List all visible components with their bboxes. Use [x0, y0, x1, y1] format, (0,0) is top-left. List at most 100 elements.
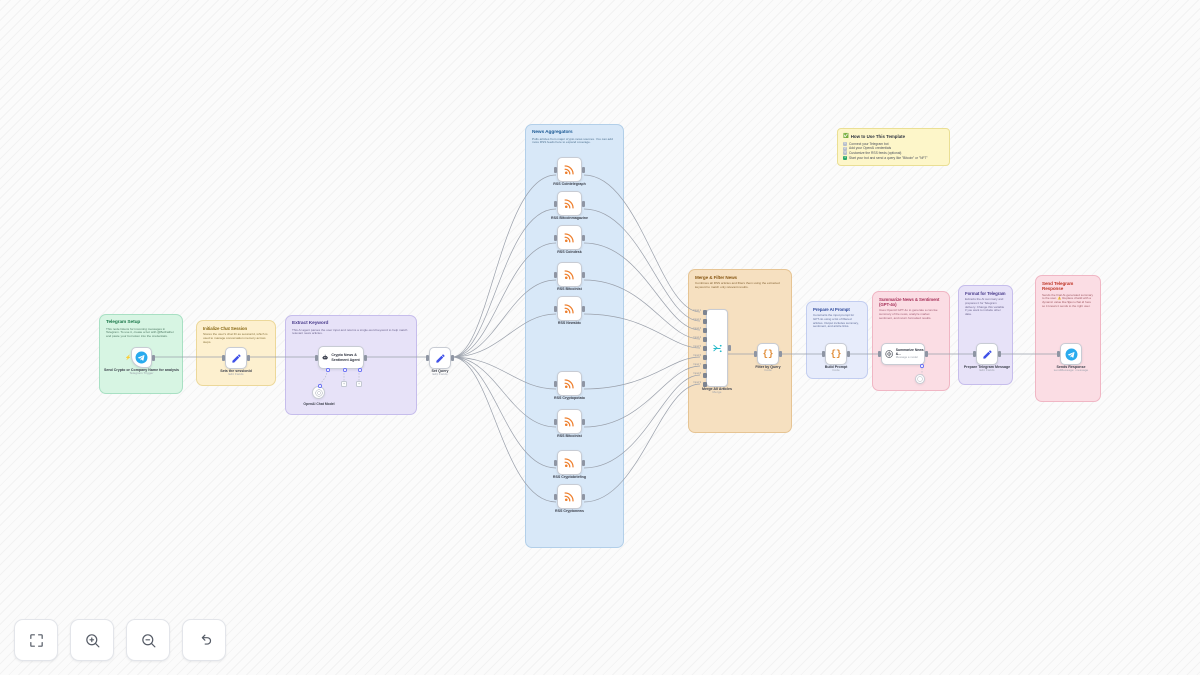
summarize-model-port[interactable] [920, 364, 924, 368]
node-filter-by-query[interactable]: {} Filter by Query Code [754, 343, 782, 372]
reset-zoom-button[interactable] [182, 619, 226, 661]
output-port[interactable] [152, 354, 155, 361]
output-port[interactable] [247, 355, 250, 361]
output-port[interactable] [998, 351, 1001, 357]
node-subtitle: sendMessage: message [1053, 368, 1089, 373]
node-rss-feed[interactable]: RSS Bitcoinist [554, 409, 585, 438]
merge-input-port[interactable]: Input 9 [693, 381, 707, 387]
openai-icon [314, 388, 323, 397]
node-subtitle: Edit Fields [979, 368, 995, 373]
input-port[interactable] [554, 166, 557, 173]
input-port[interactable] [426, 355, 429, 361]
input-port[interactable] [554, 305, 557, 312]
canvas-toolbar[interactable] [14, 619, 226, 661]
node-rss-feed[interactable]: RSS Cointelegraph [553, 157, 586, 186]
group-send-telegram-response[interactable]: Send Telegram Response Sends the final A… [1035, 275, 1101, 402]
node-summarize-sub-model[interactable] [915, 374, 925, 384]
merge-input-port[interactable]: Input 3 [693, 327, 707, 333]
node-title: Sets the sessionId [220, 368, 252, 373]
node-sets-session-id[interactable]: Sets the sessionId Edit Fields [220, 347, 252, 376]
node-subtitle: Code [832, 368, 840, 373]
input-port[interactable] [554, 200, 557, 207]
telegram-icon [1065, 348, 1077, 360]
node-merge-all-articles[interactable]: Merge All Articles Merge [702, 309, 732, 394]
node-rss-feed[interactable]: RSS Cryptonews [554, 484, 585, 513]
output-port[interactable] [582, 271, 585, 278]
node-subtitle: Edit Fields [432, 372, 448, 377]
output-port[interactable] [925, 351, 928, 357]
node-build-prompt[interactable]: {} Build Prompt Code [822, 343, 850, 372]
merge-input-label: Input 8 [693, 372, 701, 375]
node-subtitle: Message a model [895, 355, 918, 360]
node-sends-response[interactable]: Sends Response sendMessage: message [1054, 343, 1088, 372]
output-port[interactable] [364, 354, 367, 361]
node-label: Build Prompt Code [790, 365, 882, 374]
input-port[interactable] [822, 351, 825, 357]
output-port[interactable] [582, 493, 585, 500]
merge-input-port[interactable]: Input 2 [693, 318, 707, 324]
node-crypto-news-sentiment-agent[interactable]: Crypto News & Sentiment Agent [315, 346, 367, 369]
node-summarize-news[interactable]: Summarize News &... Message a model [878, 343, 928, 365]
output-port[interactable] [847, 351, 850, 357]
output-port[interactable] [582, 380, 585, 387]
merge-input-port[interactable]: Input 1 [693, 309, 707, 315]
node-rss-feed[interactable]: RSS Cryptobriefing [553, 450, 586, 479]
input-port[interactable] [973, 351, 976, 357]
add-memory-button[interactable]: + [341, 381, 347, 387]
zoom-out-button[interactable] [126, 619, 170, 661]
chat-model-port[interactable] [318, 384, 322, 388]
output-port[interactable] [582, 459, 585, 466]
fit-to-view-button[interactable] [14, 619, 58, 661]
output-port[interactable] [582, 234, 585, 241]
input-port[interactable] [754, 351, 757, 357]
input-port[interactable] [554, 234, 557, 241]
agent-chat-model-port[interactable] [326, 368, 330, 372]
agent-memory-port[interactable] [343, 368, 347, 372]
node-openai-chat-model[interactable] [312, 384, 325, 399]
node-prepare-telegram-message[interactable]: Prepare Telegram Message Edit Fields [964, 343, 1010, 372]
input-port[interactable] [554, 271, 557, 278]
node-rss-feed[interactable]: RSS Bitcoinist [554, 262, 585, 291]
node-telegram-trigger[interactable]: ⚡ Send Crypto or Company Name for analys… [104, 347, 179, 375]
input-port[interactable] [554, 493, 557, 500]
group-format-for-telegram[interactable]: Format for Telegram Extracts the AI summ… [958, 285, 1013, 385]
rss-icon [564, 417, 574, 427]
step-number: 2 [843, 146, 847, 151]
group-title: News Aggregators [532, 130, 573, 135]
merge-input-label: Input 1 [693, 309, 701, 312]
merge-input-port[interactable]: Input 4 [693, 336, 707, 342]
input-port[interactable] [1057, 351, 1060, 357]
input-port[interactable] [878, 351, 881, 357]
agent-tool-port[interactable] [358, 368, 362, 372]
output-port[interactable] [451, 355, 454, 361]
merge-input-port[interactable]: Input 8 [693, 372, 707, 378]
merge-input-port[interactable]: Input 5 [693, 345, 707, 351]
merge-input-port[interactable]: Input 6 [693, 354, 707, 360]
node-rss-feed[interactable]: RSS Cryptopotato [554, 371, 585, 400]
node-rss-feed[interactable]: RSS Bitcoinmagazine [551, 191, 588, 220]
input-port[interactable] [222, 355, 225, 361]
zoom-in-button[interactable] [70, 619, 114, 661]
step-text: Start your bot and send a query like "Bi… [849, 155, 928, 160]
node-rss-feed[interactable]: RSS Coindesk [554, 225, 585, 254]
merge-input-port[interactable]: Input 7 [693, 363, 707, 369]
output-port[interactable] [582, 200, 585, 207]
input-port[interactable] [315, 354, 318, 361]
node-rss-feed[interactable]: RSS Newsbtc [554, 296, 585, 325]
step-number: 4 [843, 156, 847, 161]
node-subtitle: Telegram Trigger [129, 371, 154, 376]
input-port[interactable] [554, 380, 557, 387]
input-port[interactable] [554, 459, 557, 466]
output-port[interactable] [582, 418, 585, 425]
output-port[interactable] [779, 351, 782, 357]
output-port[interactable] [582, 166, 585, 173]
input-port[interactable] [554, 418, 557, 425]
output-port[interactable] [582, 305, 585, 312]
group-summarize-news-sentiment[interactable]: Summarize News & Sentiment (GPT-4o) Uses… [872, 291, 950, 391]
group-prepare-ai-prompt[interactable]: Prepare AI Prompt Constructs the input p… [806, 301, 868, 379]
node-set-query[interactable]: Set Query Edit Fields [426, 347, 454, 376]
add-tool-button[interactable]: + [356, 381, 362, 387]
output-port[interactable] [728, 345, 731, 351]
